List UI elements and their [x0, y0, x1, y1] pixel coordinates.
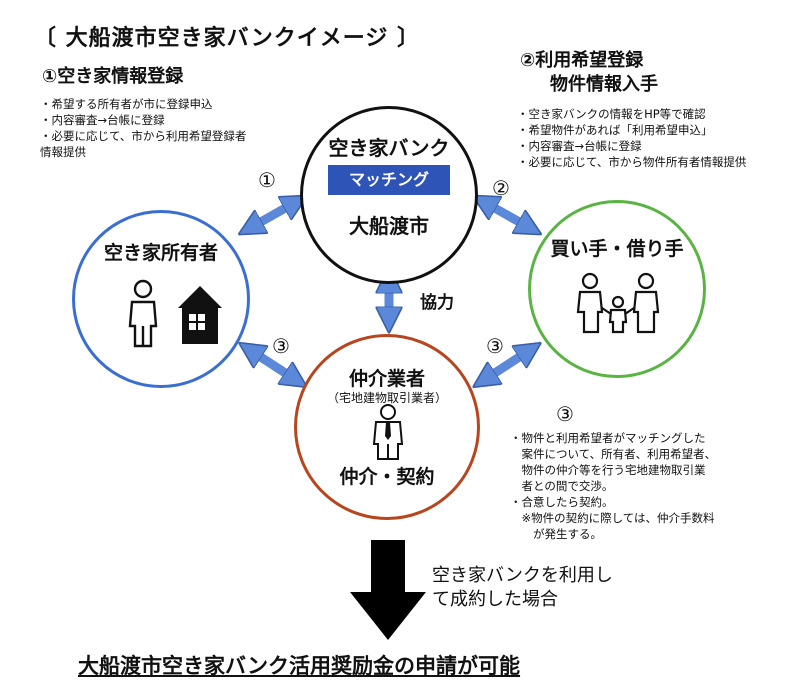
- result-line1: 空き家バンクを利用し: [432, 565, 613, 586]
- arrow-broker-buyer: [484, 350, 530, 380]
- marker-three-notes: ③: [556, 402, 574, 426]
- result-text: 空き家バンクを利用し て成約した場合: [432, 564, 613, 612]
- step2-note: ・必要に応じて、市から物件所有者情報提供: [517, 155, 747, 169]
- person-icon: [128, 279, 158, 348]
- arrow-bank-buyer: [484, 202, 530, 228]
- owner-circle: [72, 210, 250, 388]
- step2-note: ・内容審査→台帳に登録: [517, 139, 642, 153]
- step3-note: ・合意したら契約。: [510, 495, 614, 509]
- buyer-circle: [528, 200, 706, 378]
- marker-two: ②: [492, 176, 510, 200]
- step3-note: 物件の仲介等を行う宅地建物取引業: [510, 463, 706, 477]
- owner-house-person-icon: [128, 279, 222, 348]
- broker-label: 仲介業者: [348, 368, 425, 390]
- step2-note: ・希望物件があれば「利用希望申込」: [517, 123, 713, 137]
- broker-sub: （宅地建物取引業者）: [326, 391, 447, 405]
- step2-notes: ・空き家バンクの情報をHP等で確認 ・希望物件があれば「利用希望申込」 ・内容審…: [517, 106, 746, 170]
- matching-badge: マッチング: [328, 165, 450, 195]
- step3-note: 案件について、所有者、利用希望者、: [510, 447, 717, 461]
- result-line2: て成約した場合: [432, 589, 558, 610]
- step1-note: 情報提供: [40, 145, 86, 159]
- step1-heading: ①空き家情報登録: [42, 66, 184, 87]
- step3-note: が発生する。: [510, 527, 602, 541]
- step2-heading-line1: ②利用希望登録: [520, 50, 644, 71]
- step3-note: 者との間で交渉。: [510, 479, 614, 493]
- owner-label: 空き家所有者: [103, 242, 218, 264]
- marker-three-right: ③: [486, 334, 504, 358]
- step3-notes: ・物件と利用希望者がマッチングした 案件について、所有者、利用希望者、 物件の仲…: [510, 430, 716, 542]
- arrow-owner-bank: [250, 202, 296, 228]
- step2-note: ・空き家バンクの情報をHP等で確認: [517, 107, 706, 121]
- step1-note: ・必要に応じて、市から利用希望登録者: [40, 129, 247, 143]
- step1-notes: ・希望する所有者が市に登録申込 ・内容審査→台帳に登録 ・必要に応じて、市から利…: [40, 96, 246, 160]
- cooperation-label: 協力: [420, 293, 454, 313]
- result-down-arrow: [350, 540, 426, 640]
- house-icon: [178, 286, 222, 344]
- step1-note: ・希望する所有者が市に登録申込: [40, 97, 213, 111]
- step2-heading-line2: 物件情報入手: [550, 74, 658, 95]
- step3-note: ・物件と利用希望者がマッチングした: [510, 431, 706, 445]
- bank-label: 空き家バンク: [328, 136, 450, 160]
- step3-note: ※物件の契約に際しては、仲介手数料: [510, 511, 715, 525]
- broker-action: 仲介・契約: [339, 466, 435, 488]
- bank-city: 大船渡市: [349, 214, 429, 238]
- page-title: 〔 大船渡市空き家バンクイメージ 〕: [34, 26, 420, 51]
- businessman-icon: [372, 404, 404, 460]
- step1-note: ・内容審査→台帳に登録: [40, 113, 165, 127]
- bank-circle: [300, 106, 478, 284]
- family-icon: [576, 272, 660, 334]
- marker-three-left: ③: [272, 334, 290, 358]
- buyer-label: 買い手・借り手: [550, 238, 684, 260]
- arrow-owner-broker: [250, 350, 296, 380]
- marker-one: ①: [258, 168, 276, 192]
- footer-statement: 大船渡市空き家バンク活用奨励金の申請が可能: [78, 654, 521, 678]
